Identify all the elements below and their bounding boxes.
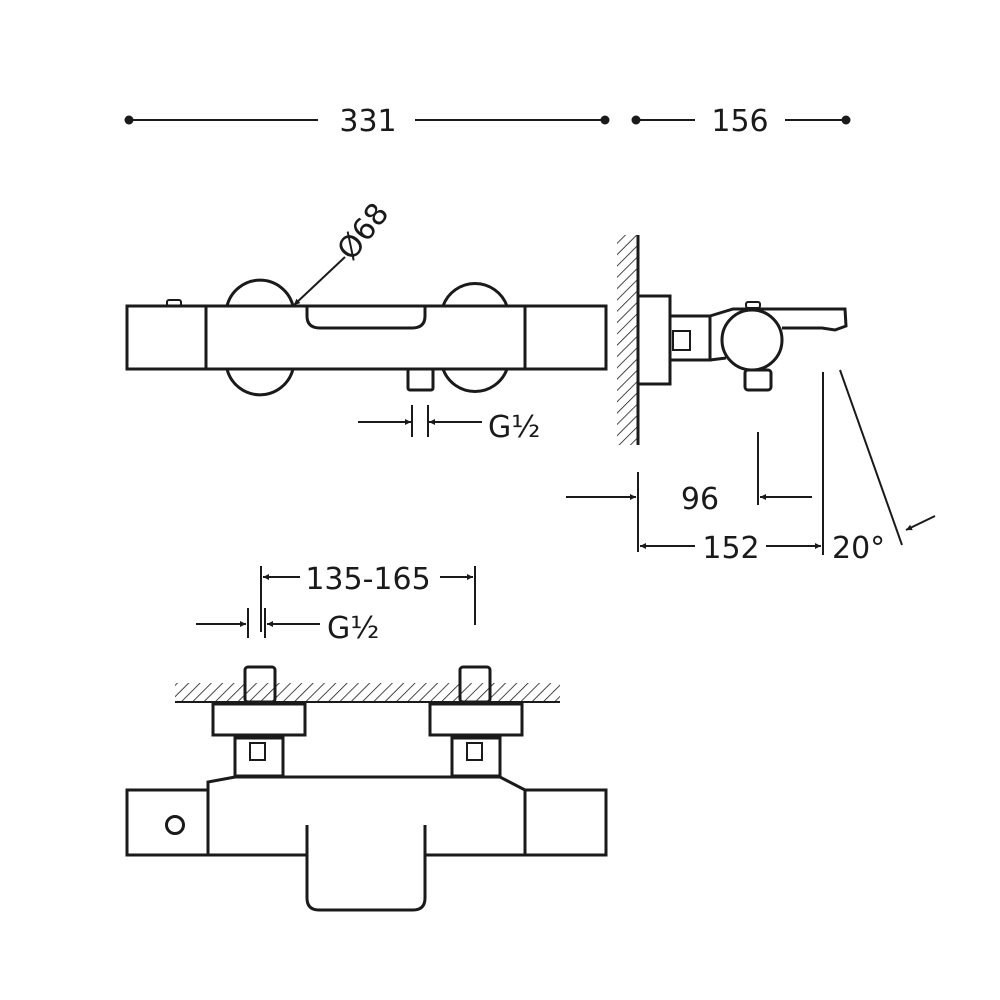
- dimension-label: 331: [339, 104, 396, 139]
- dimension-label: G½: [488, 410, 540, 445]
- dimension-label: G½: [327, 611, 379, 646]
- dimension-label: 135-165: [305, 562, 430, 597]
- dimension-156: 156: [631, 104, 851, 139]
- dimension-label: 152: [702, 531, 759, 566]
- dimension-label: 156: [711, 104, 768, 139]
- dimension-label: 20°: [832, 531, 885, 566]
- dimension-152: 152: [640, 372, 824, 566]
- dimension-96: 96: [566, 432, 812, 552]
- dimension-thread-inlet: G½: [196, 608, 379, 646]
- dimension-label: Ø68: [331, 197, 397, 267]
- side-view: [617, 235, 848, 445]
- dimension-label: 96: [681, 482, 719, 517]
- dimension-diameter-68: Ø68: [293, 197, 397, 306]
- dimension-angle-20: 20°: [832, 369, 936, 566]
- dimension-135-165: 135-165: [260, 562, 476, 632]
- plan-view: [125, 665, 608, 912]
- handle-hole-icon: [165, 815, 185, 835]
- front-view: [125, 278, 608, 397]
- dimension-331: 331: [124, 104, 610, 139]
- dimension-thread-front: G½: [358, 405, 540, 445]
